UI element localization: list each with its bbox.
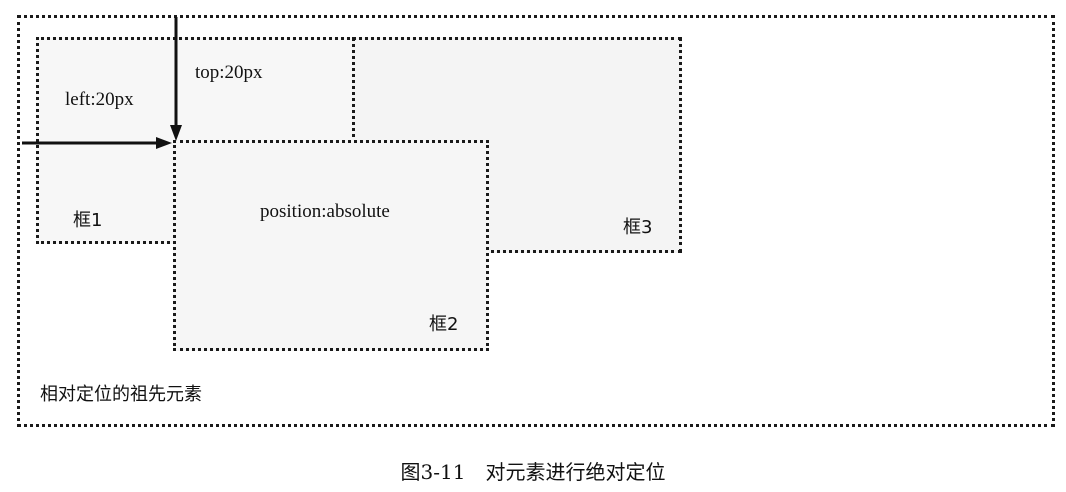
position-absolute-text: position:absolute <box>260 201 390 222</box>
box-2-absolute <box>173 140 489 351</box>
top-offset-label: top:20px <box>195 62 263 83</box>
ancestor-label: 相对定位的祖先元素 <box>40 384 202 405</box>
ancestor-container <box>17 15 1055 427</box>
figure-caption: 图3-11 对元素进行绝对定位 <box>400 460 666 484</box>
top-offset-arrowhead <box>170 125 182 141</box>
box-2-label: 框2 <box>429 314 459 335</box>
box-1-label: 框1 <box>73 210 103 231</box>
left-offset-arrowhead <box>156 137 172 149</box>
left-offset-label: left:20px <box>65 89 134 110</box>
box-3-label: 框3 <box>623 217 653 238</box>
